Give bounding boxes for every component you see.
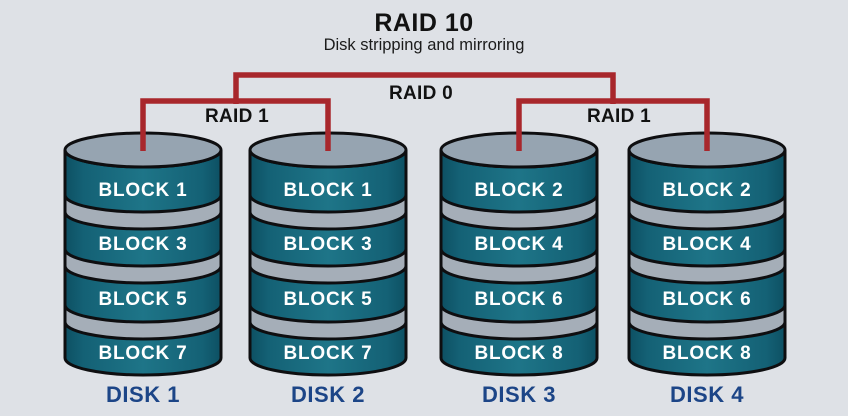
- disk-label: DISK 4: [670, 382, 744, 407]
- block-label: BLOCK 1: [99, 180, 188, 201]
- platter-separator-band: [627, 304, 787, 341]
- platter-separator-band: [63, 194, 223, 231]
- block-label: BLOCK 6: [663, 289, 752, 310]
- platter-separator-band: [248, 194, 408, 231]
- platter-separator-band: [439, 304, 599, 341]
- disk-label: DISK 3: [482, 382, 556, 407]
- platter-separator-band: [439, 194, 599, 231]
- block-label: BLOCK 1: [284, 180, 373, 201]
- disk-label: DISK 2: [291, 382, 365, 407]
- block-label: BLOCK 4: [663, 234, 752, 255]
- platter-separator-band: [248, 304, 408, 341]
- platter-separator-band: [627, 248, 787, 285]
- platter-separator-band: [248, 248, 408, 285]
- raid1-left-bracket-line: [140, 98, 331, 151]
- block-label: BLOCK 8: [663, 343, 752, 364]
- block-label: BLOCK 4: [475, 234, 564, 255]
- block-label: BLOCK 7: [99, 343, 188, 364]
- raid0-bridge-line: [233, 72, 616, 104]
- block-label: BLOCK 3: [284, 234, 373, 255]
- disk-label: DISK 1: [106, 382, 180, 407]
- block-label: BLOCK 2: [663, 180, 752, 201]
- platter-separator-band: [627, 194, 787, 231]
- disk-cylinder-graphic: BLOCK 2 BLOCK 4 BLOCK 6 BLOCK 8: [627, 131, 787, 377]
- block-label: BLOCK 2: [475, 180, 564, 201]
- platter-separator-band: [63, 304, 223, 341]
- block-label: BLOCK 8: [475, 343, 564, 364]
- platter-separator-band: [439, 248, 599, 285]
- disk-cylinder-graphic: BLOCK 2 BLOCK 4 BLOCK 6 BLOCK 8: [439, 131, 599, 377]
- diagram-title: RAID 10: [374, 9, 474, 37]
- disk-cylinder-4: BLOCK 2 BLOCK 4 BLOCK 6 BLOCK 8: [625, 130, 789, 383]
- raid1-right-bracket-line: [516, 98, 710, 151]
- block-label: BLOCK 6: [475, 289, 564, 310]
- disk-cylinder-3: BLOCK 2 BLOCK 4 BLOCK 6 BLOCK 8: [437, 130, 601, 383]
- raid1-left-label: RAID 1: [204, 106, 270, 127]
- block-label: BLOCK 3: [99, 234, 188, 255]
- block-label: BLOCK 7: [284, 343, 373, 364]
- block-label: BLOCK 5: [284, 289, 373, 310]
- block-label: BLOCK 5: [99, 289, 188, 310]
- raid1-right-label: RAID 1: [586, 106, 652, 127]
- platter-separator-band: [63, 248, 223, 285]
- diagram-subtitle: Disk stripping and mirroring: [323, 36, 525, 54]
- raid0-label: RAID 0: [388, 83, 454, 104]
